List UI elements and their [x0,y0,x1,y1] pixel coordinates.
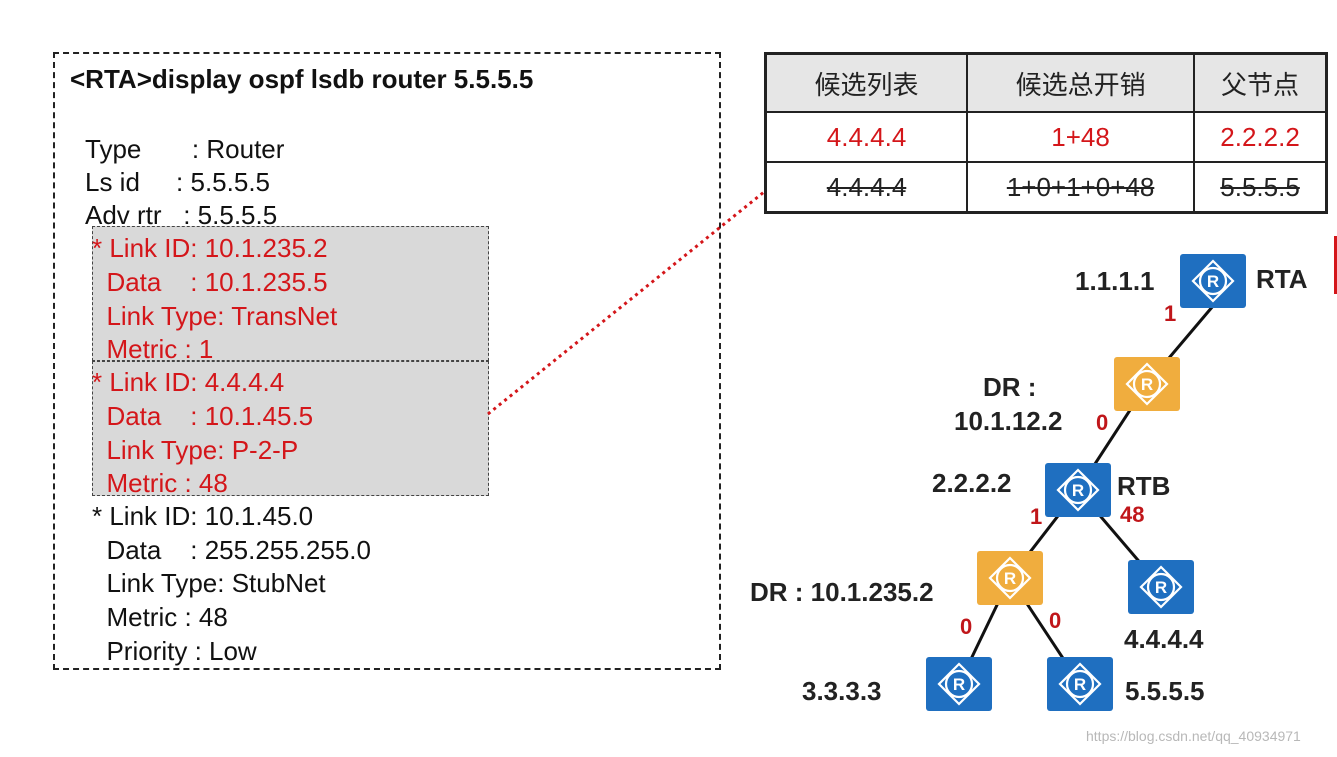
header-total-cost: 候选总开销 [966,52,1196,113]
cost-rtb-r4: 48 [1120,502,1144,527]
link1-id: * Link ID: 10.1.235.2 [92,233,328,263]
candidate-cell: 4.4.4.4 [764,161,969,214]
r5-label: 5.5.5.5 [1125,676,1205,706]
dr2-label: DR : 10.1.235.2 [750,577,934,607]
dr1-label-line1: DR : [983,372,1036,402]
display-command: <RTA>display ospf lsdb router 5.5.5.5 [70,64,534,94]
rtb-id-label: 2.2.2.2 [932,468,1012,498]
cost-rtb-dr2: 1 [1030,504,1042,529]
link3-priority: Priority : Low [92,636,257,666]
cost-rta-dr1: 1 [1164,301,1176,326]
header-parent-node: 父节点 [1193,52,1328,113]
cost-dr1-rtb: 0 [1096,410,1108,435]
cost-cell: 1+48 [966,111,1196,163]
candidate-row: 4.4.4.4 1+48 2.2.2.2 [764,111,1328,163]
r4-label: 4.4.4.4 [1124,624,1204,654]
router-3333-icon [926,657,992,711]
link2-metric: Metric : 48 [92,468,228,498]
router-rtb-icon [1045,463,1111,517]
link2-id: * Link ID: 4.4.4.4 [92,367,285,397]
link3-data: Data : 255.255.255.0 [92,535,371,565]
lsdb-type: Type : Router [85,134,285,164]
rtb-name-label: RTB [1117,471,1170,501]
header-candidate-list: 候选列表 [764,52,969,113]
dr-switch-2-icon [977,551,1043,605]
link2-data: Data : 10.1.45.5 [92,401,314,431]
link3-type: Link Type: StubNet [92,568,326,598]
candidate-cell: 4.4.4.4 [764,111,969,163]
link2-type: Link Type: P-2-P [92,435,299,465]
cost-dr2-r3: 0 [960,614,972,639]
candidate-table: 候选列表 候选总开销 父节点 4.4.4.4 1+48 2.2.2.2 4.4.… [764,52,1328,214]
router-rta-icon [1180,254,1246,308]
highlight-link-p2p [92,361,489,496]
candidate-row: 4.4.4.4 1+0+1+0+48 5.5.5.5 [764,161,1328,214]
callout-connector-line [487,190,765,416]
edge-marker [1334,236,1337,294]
link1-data: Data : 10.1.235.5 [92,267,328,297]
lsdb-ls-id: Ls id : 5.5.5.5 [85,167,270,197]
router-5555-icon [1047,657,1113,711]
lsdb-adv-rtr: Adv rtr : 5.5.5.5 [85,200,278,230]
watermark-text: https://blog.csdn.net/qq_40934971 [1086,728,1301,744]
dr1-label-line2: 10.1.12.2 [954,406,1062,436]
rta-id-label: 1.1.1.1 [1075,266,1155,296]
candidate-table-header: 候选列表 候选总开销 父节点 [764,52,1328,113]
link1-type: Link Type: TransNet [92,301,338,331]
parent-cell: 2.2.2.2 [1193,111,1328,163]
lsdb-output-box [53,52,721,670]
r3-label: 3.3.3.3 [802,676,882,706]
router-4444-icon [1128,560,1194,614]
rta-name-label: RTA [1256,264,1308,294]
dr-switch-1-icon [1114,357,1180,411]
link3-metric: Metric : 48 [92,602,228,632]
parent-cell: 5.5.5.5 [1193,161,1328,214]
cost-cell: 1+0+1+0+48 [966,161,1196,214]
link3-id: * Link ID: 10.1.45.0 [92,501,314,531]
cost-dr2-r5: 0 [1049,608,1061,633]
highlight-link-transnet [92,226,489,361]
link1-metric: Metric : 1 [92,334,214,364]
